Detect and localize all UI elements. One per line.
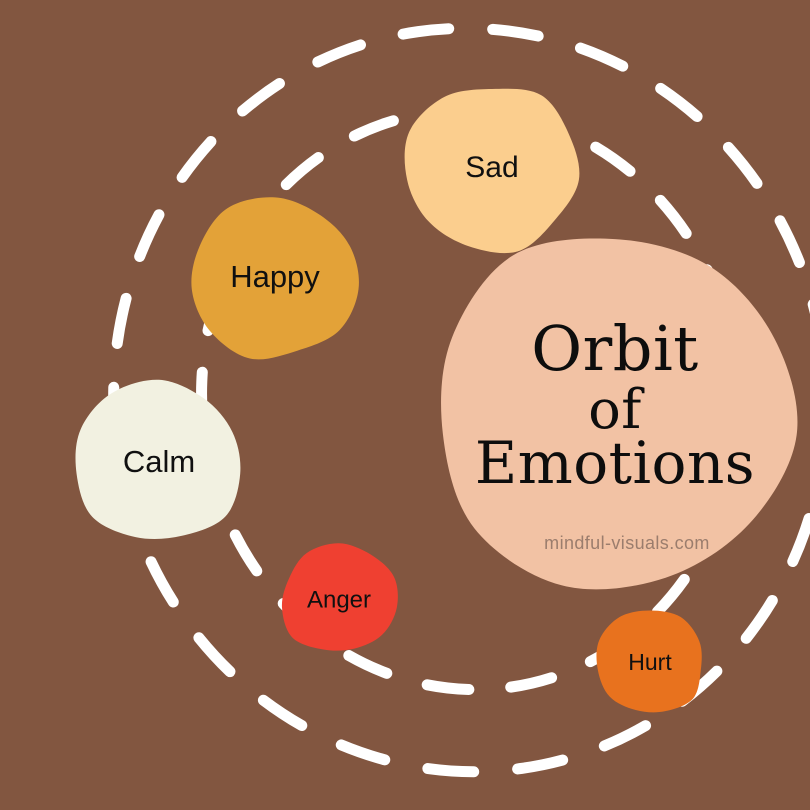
emotion-blob-anger[interactable]: Anger xyxy=(281,543,398,651)
blob-shape-happy xyxy=(191,197,359,360)
title-blob-shape xyxy=(441,238,798,590)
emotion-label-calm: Calm xyxy=(123,444,195,479)
title-line-1: Orbit xyxy=(531,312,698,385)
emotion-label-sad: Sad xyxy=(465,151,518,184)
emotion-label-happy: Happy xyxy=(230,259,320,294)
title-line-2: of xyxy=(588,378,645,441)
blob-shape-hurt xyxy=(596,610,702,713)
blob-shape-sad xyxy=(404,88,580,254)
emotion-blob-calm[interactable]: Calm xyxy=(75,379,241,540)
emotion-blob-happy[interactable]: Happy xyxy=(191,197,359,360)
center-title-blob: Orbit of Emotions mindful-visuals.com xyxy=(441,238,798,590)
title-line-3: Emotions xyxy=(475,429,755,497)
blob-shape-anger xyxy=(281,543,398,651)
emotion-label-hurt: Hurt xyxy=(628,649,672,675)
emotion-label-anger: Anger xyxy=(307,586,371,613)
emotion-blob-sad[interactable]: Sad xyxy=(404,88,580,254)
blob-shape-calm xyxy=(75,379,241,540)
outer-orbit xyxy=(108,22,810,778)
credit-url: mindful-visuals.com xyxy=(544,533,710,553)
emotion-blob-hurt[interactable]: Hurt xyxy=(596,610,702,713)
